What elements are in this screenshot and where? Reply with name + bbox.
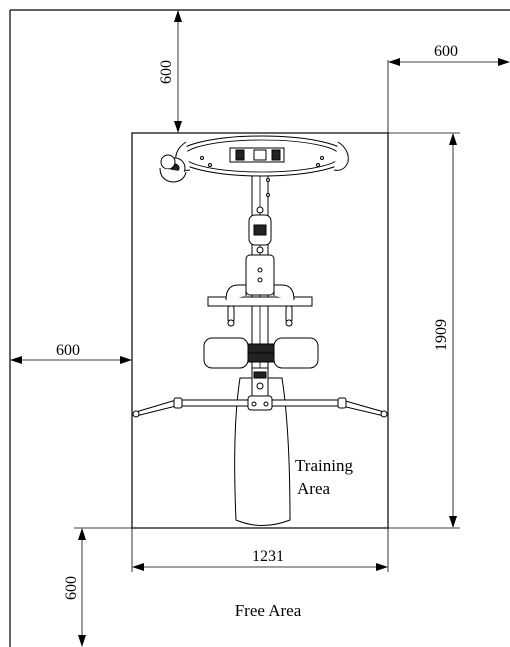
dimension-width: 1231 (132, 548, 388, 571)
dimension-bottom-label: 600 (63, 576, 80, 600)
dimension-top: 600 (158, 10, 182, 133)
low-bar (132, 397, 388, 418)
extension-lines (74, 60, 460, 572)
mid-handles (207, 284, 313, 327)
leg-rollers (203, 337, 319, 369)
training-area-label-line2: Area (297, 479, 330, 498)
dimension-left-label: 600 (56, 342, 80, 359)
dimension-left: 600 (10, 342, 132, 364)
dimension-right-top-label: 600 (434, 43, 458, 60)
dimension-bottom: 600 (63, 528, 86, 647)
pulley (159, 154, 187, 183)
dimension-height: 1909 (433, 133, 457, 528)
bench-pad (234, 377, 291, 526)
training-area-rect (131, 132, 389, 529)
training-area-label-line1: Training (295, 456, 353, 475)
machine-top-view (132, 135, 388, 526)
lat-bar (175, 135, 349, 177)
lower-column (247, 367, 273, 411)
main-column (245, 159, 275, 401)
dimension-width-label: 1231 (252, 548, 284, 565)
dimension-height-label: 1909 (433, 319, 450, 351)
dimension-right-top: 600 (388, 43, 510, 66)
free-area-label: Free Area (235, 601, 302, 620)
free-area-boundary (9, 9, 510, 647)
dimension-top-label: 600 (158, 60, 175, 84)
